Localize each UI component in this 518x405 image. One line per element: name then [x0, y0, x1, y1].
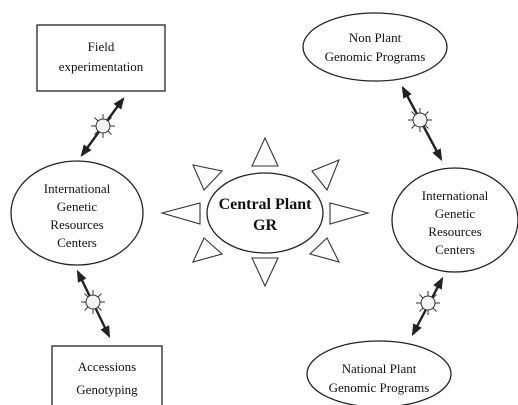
link-right-igrc-to-national-plant [411, 276, 444, 337]
sun-ray-left [159, 202, 201, 225]
link-left-igrc-to-accessions [76, 269, 111, 339]
field-experimentation-box [36, 24, 166, 92]
sun-hub-icon [91, 114, 115, 138]
field-experimentation-line2: experimentation [59, 59, 144, 74]
sun-hub-icon [416, 291, 440, 315]
right-igrc-line1: International [422, 188, 489, 203]
right-igrc-line4: Centers [435, 242, 475, 257]
link-non-plant-to-right-igrc [401, 85, 443, 162]
sun-ray-right [329, 202, 371, 225]
national-plant-genomic-ellipse [306, 340, 452, 405]
accessions-genotyping-box [51, 345, 163, 405]
sun-ray-bottom-right [308, 237, 341, 263]
left-igrc-ellipse [10, 160, 144, 266]
accessions-genotyping-line1: Accessions [78, 359, 137, 374]
central-label-line2: GR [253, 217, 277, 234]
left-igrc-line4: Centers [57, 235, 97, 250]
left-igrc-line3: Resources [50, 217, 103, 232]
field-experimentation-line1: Field [88, 39, 115, 54]
sun-hub-icon [81, 290, 105, 314]
right-igrc-line2: Genetic [435, 206, 476, 221]
central-label-line1: Central Plant [219, 196, 313, 213]
right-igrc-ellipse [391, 167, 518, 273]
sun-ray-bottom-left [192, 237, 224, 263]
sun-ray-top-right [311, 159, 340, 192]
national-plant-genomic-line2: Genomic Programs [329, 380, 430, 395]
left-igrc-line2: Genetic [57, 199, 98, 214]
central-sun-rays [159, 136, 371, 288]
sun-ray-bottom [251, 257, 279, 288]
sun-hub-icon [408, 108, 432, 132]
sun-ray-top-left [192, 164, 224, 191]
central-ellipse [206, 172, 324, 254]
non-plant-genomic-ellipse [302, 12, 448, 82]
non-plant-genomic-line1: Non Plant [349, 30, 402, 45]
right-igrc-line3: Resources [428, 224, 481, 239]
accessions-genotyping-line2: Genotyping [76, 382, 138, 397]
link-field-to-left-igrc [80, 97, 125, 157]
left-igrc-line1: International [44, 181, 111, 196]
sun-ray-top [251, 136, 279, 167]
non-plant-genomic-line2: Genomic Programs [325, 49, 426, 64]
national-plant-genomic-line1: National Plant [342, 361, 417, 376]
